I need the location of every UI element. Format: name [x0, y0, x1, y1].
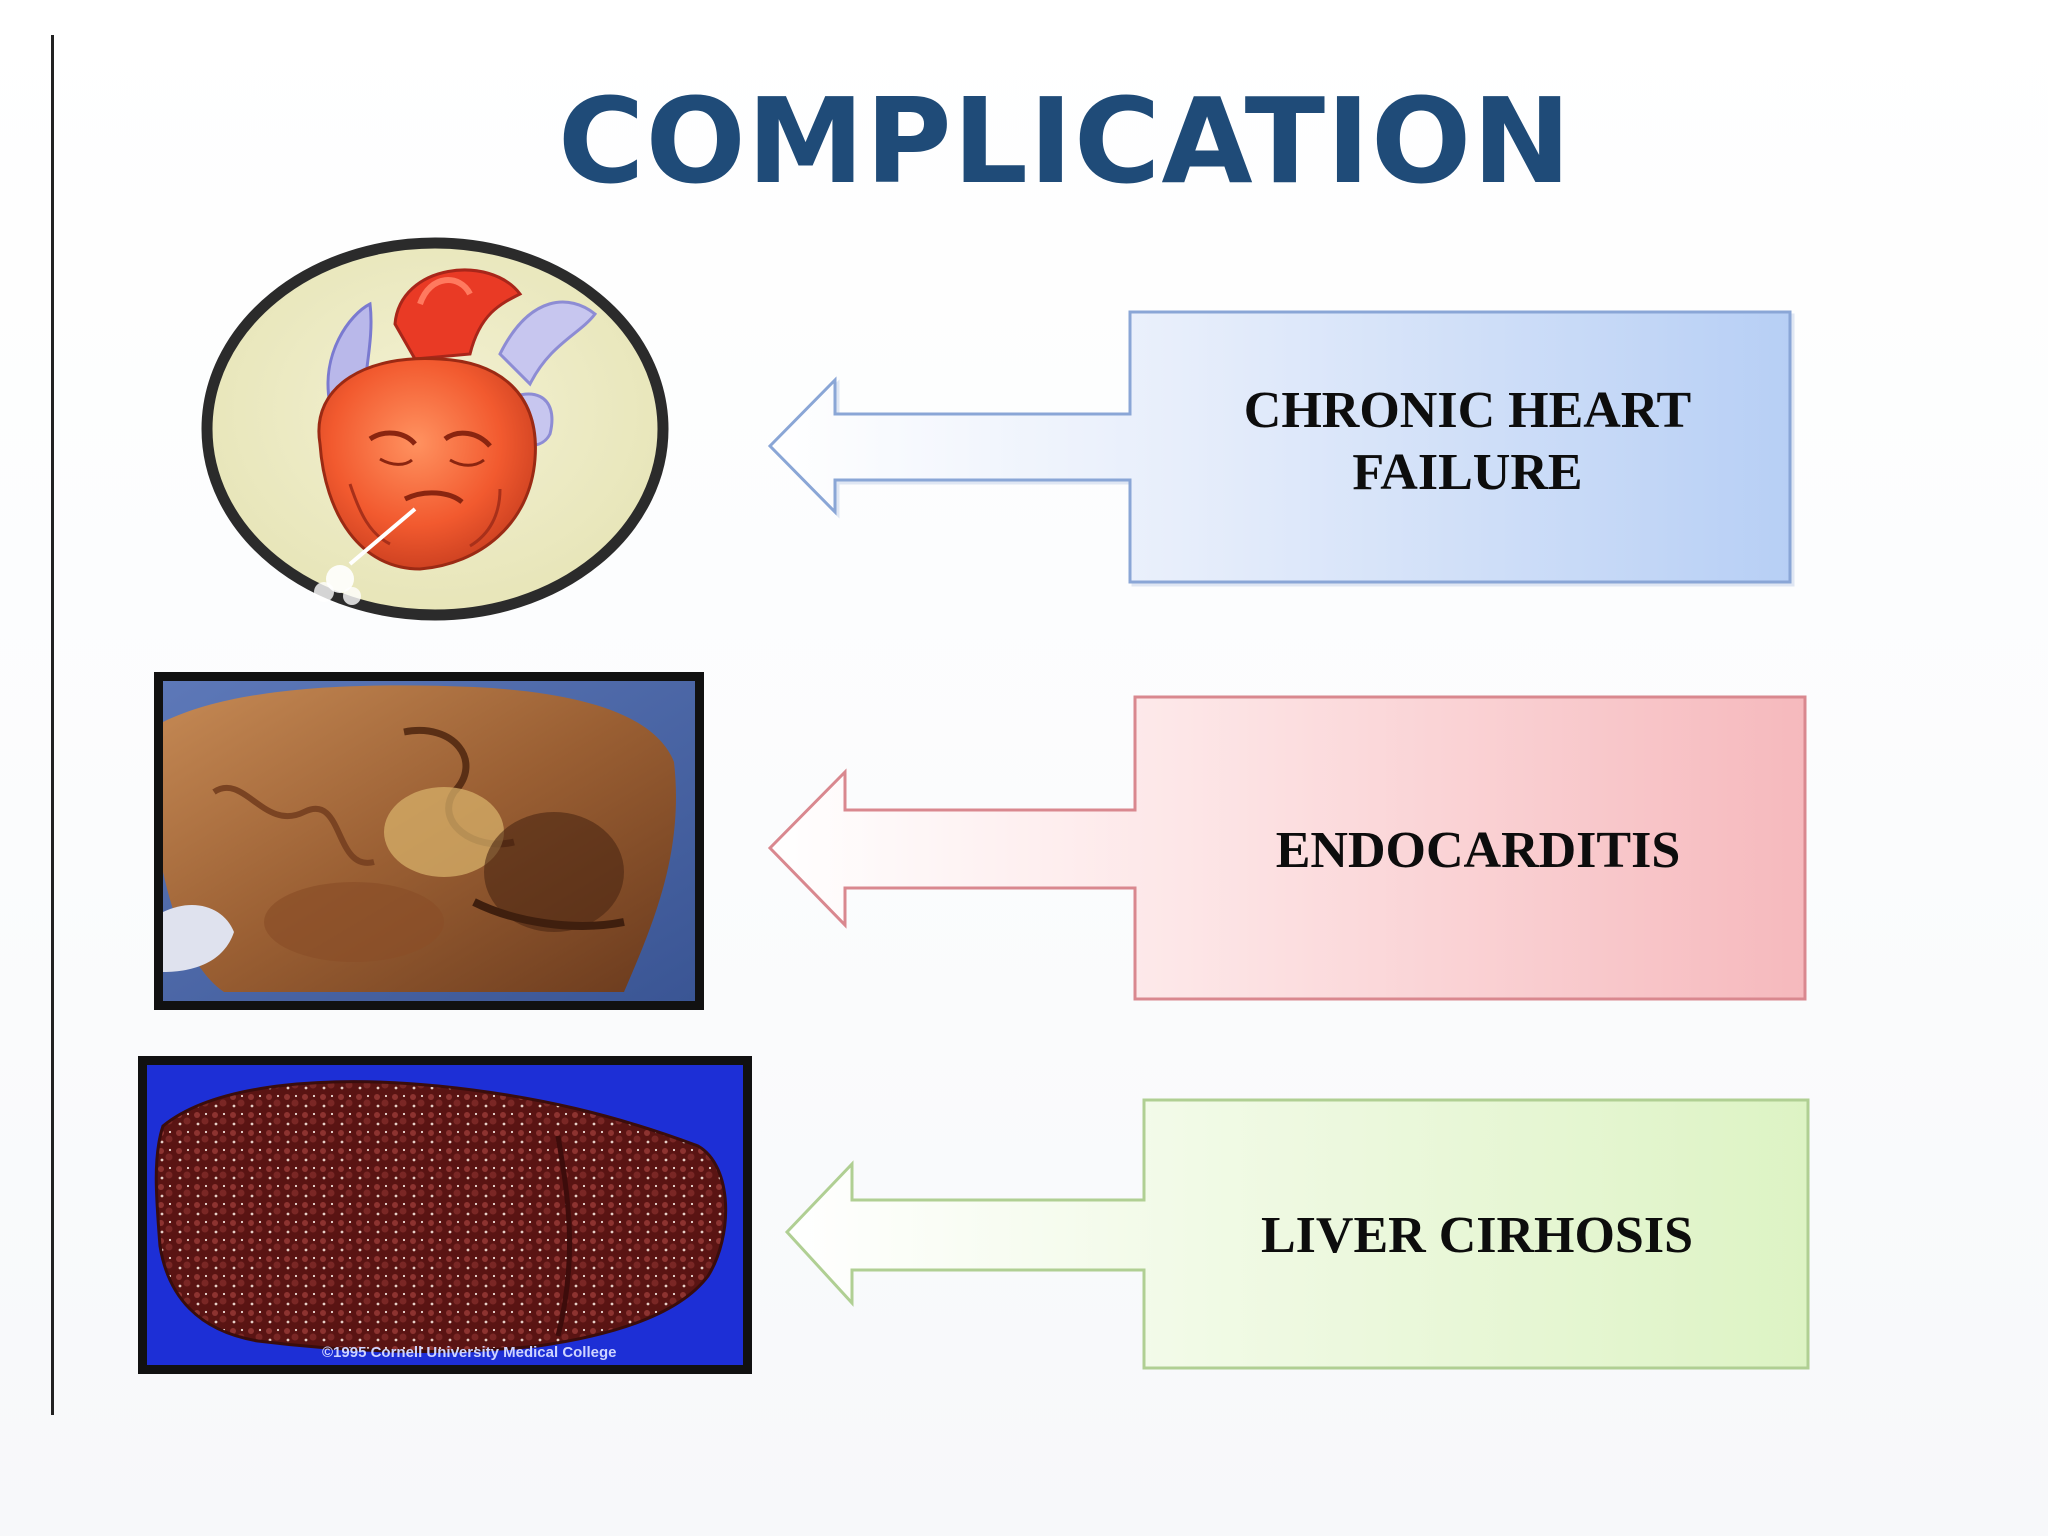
callout-label-chronic-heart-failure: CHRONIC HEART FAILURE [1243, 382, 1692, 501]
callout-endocarditis: ENDOCARDITIS [765, 695, 1811, 1005]
endocarditis-specimen-image [154, 672, 704, 1010]
callout-chronic-heart-failure: CHRONIC HEART FAILURE [765, 310, 1795, 590]
callout-label-endocarditis: ENDOCARDITIS [1275, 822, 1681, 879]
arrow-callout-shape-blue [767, 310, 1795, 587]
left-border-rule [51, 35, 54, 1415]
callout-liver-cirhosis: LIVER CIRHOSIS [782, 1098, 1812, 1374]
callout-label-liver-cirhosis: LIVER CIRHOSIS [1260, 1207, 1694, 1264]
liver-cirrhosis-specimen-image [138, 1056, 752, 1374]
arrow-callout-shape-green [784, 1098, 1810, 1370]
arrow-callout-shape-pink [767, 695, 1807, 1001]
liver-image-caption: ©1995 Cornell University Medical College [322, 1344, 617, 1361]
heart-cartoon-image [201, 237, 669, 621]
slide-title: COMPLICATION [557, 72, 1573, 210]
